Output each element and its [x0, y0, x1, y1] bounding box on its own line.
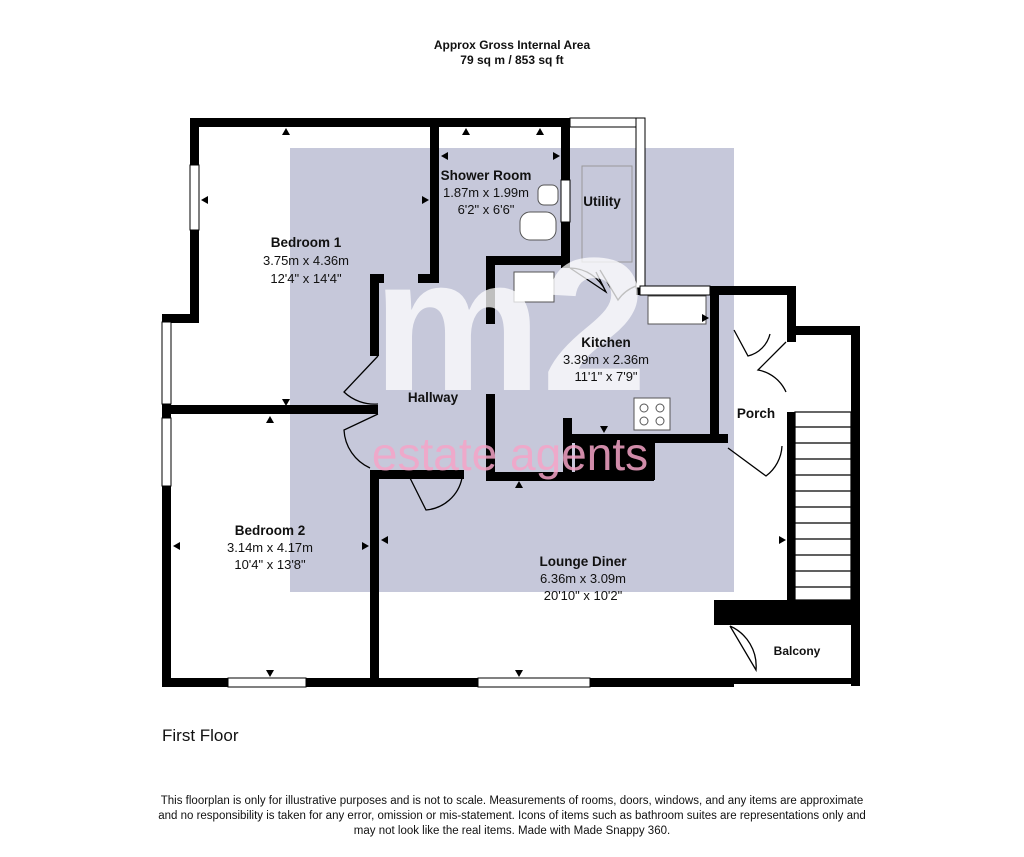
door-porch-inner [756, 341, 787, 393]
hob-icon [633, 397, 671, 431]
door-bedroom2 [343, 413, 379, 469]
kitchen-metric: 3.39m x 2.36m [563, 352, 649, 367]
hallway-name: Hallway [408, 390, 459, 405]
watermark-logo: m2 [373, 219, 648, 431]
kitchen-name: Kitchen [581, 335, 631, 350]
door-porch-top [733, 329, 771, 357]
window-hall-left [161, 321, 172, 405]
bedroom1-name: Bedroom 1 [271, 235, 342, 250]
porch-name: Porch [737, 406, 775, 421]
watermark-brand: estate agents [372, 428, 648, 480]
fixtures [513, 165, 707, 431]
appliance-icon [513, 271, 555, 303]
window-bedroom2 [161, 417, 172, 487]
shower-room-metric: 1.87m x 1.99m [443, 185, 529, 200]
window-lounge-bottom [477, 677, 591, 688]
kitchen-imperial: 11'1" x 7'9" [574, 369, 637, 384]
disclaimer: This floorplan is only for illustrative … [120, 794, 904, 839]
bedroom2-imperial: 10'4" x 13'8" [234, 557, 306, 572]
basin-icon [537, 184, 559, 206]
bedroom2-metric: 3.14m x 4.17m [227, 540, 313, 555]
floor-label: First Floor [162, 726, 239, 745]
disclaimer-line-1: This floorplan is only for illustrative … [160, 795, 864, 807]
doors [343, 267, 787, 673]
disclaimer-line-2: and no responsibility is taken for any e… [158, 810, 866, 822]
stairs [794, 411, 852, 601]
door-porch-front [727, 445, 783, 477]
door-utility [569, 267, 608, 294]
windows [161, 117, 711, 688]
window-kitchen [639, 285, 711, 296]
bedroom1-imperial: 12'4" x 14'4" [270, 271, 342, 286]
window-bedroom2-bottom [227, 677, 307, 688]
bedroom1-metric: 3.75m x 4.36m [263, 253, 349, 268]
door-bedroom1 [343, 355, 379, 405]
disclaimer-line-3: may not look like the real items. Made w… [353, 825, 671, 837]
lounge-imperial: 20'10" x 10'2" [544, 588, 623, 603]
window-bedroom1 [189, 164, 200, 231]
toilet-icon [519, 211, 557, 241]
walls [162, 118, 860, 687]
area-title: Approx Gross Internal Area [433, 38, 591, 52]
window-utility-top [569, 117, 643, 128]
shower-room-imperial: 6'2" x 6'6" [458, 202, 515, 217]
utility-name: Utility [583, 194, 621, 209]
window-shower [560, 179, 571, 223]
utility-counter [581, 165, 633, 263]
measure-arrows [173, 128, 786, 677]
door-lounge [409, 477, 463, 511]
balcony-name: Balcony [774, 644, 821, 658]
floor-plan: m2 estate agents Bedroom 1 3.75m x 4.36m… [161, 117, 860, 688]
door-balcony [729, 625, 757, 673]
lounge-metric: 6.36m x 3.09m [540, 571, 626, 586]
door-kitchen [599, 269, 637, 302]
sink-icon [647, 295, 707, 325]
lounge-name: Lounge Diner [540, 554, 628, 569]
shower-room-name: Shower Room [441, 168, 532, 183]
area-value: 79 sq m / 853 sq ft [460, 53, 564, 67]
bedroom2-name: Bedroom 2 [235, 523, 306, 538]
